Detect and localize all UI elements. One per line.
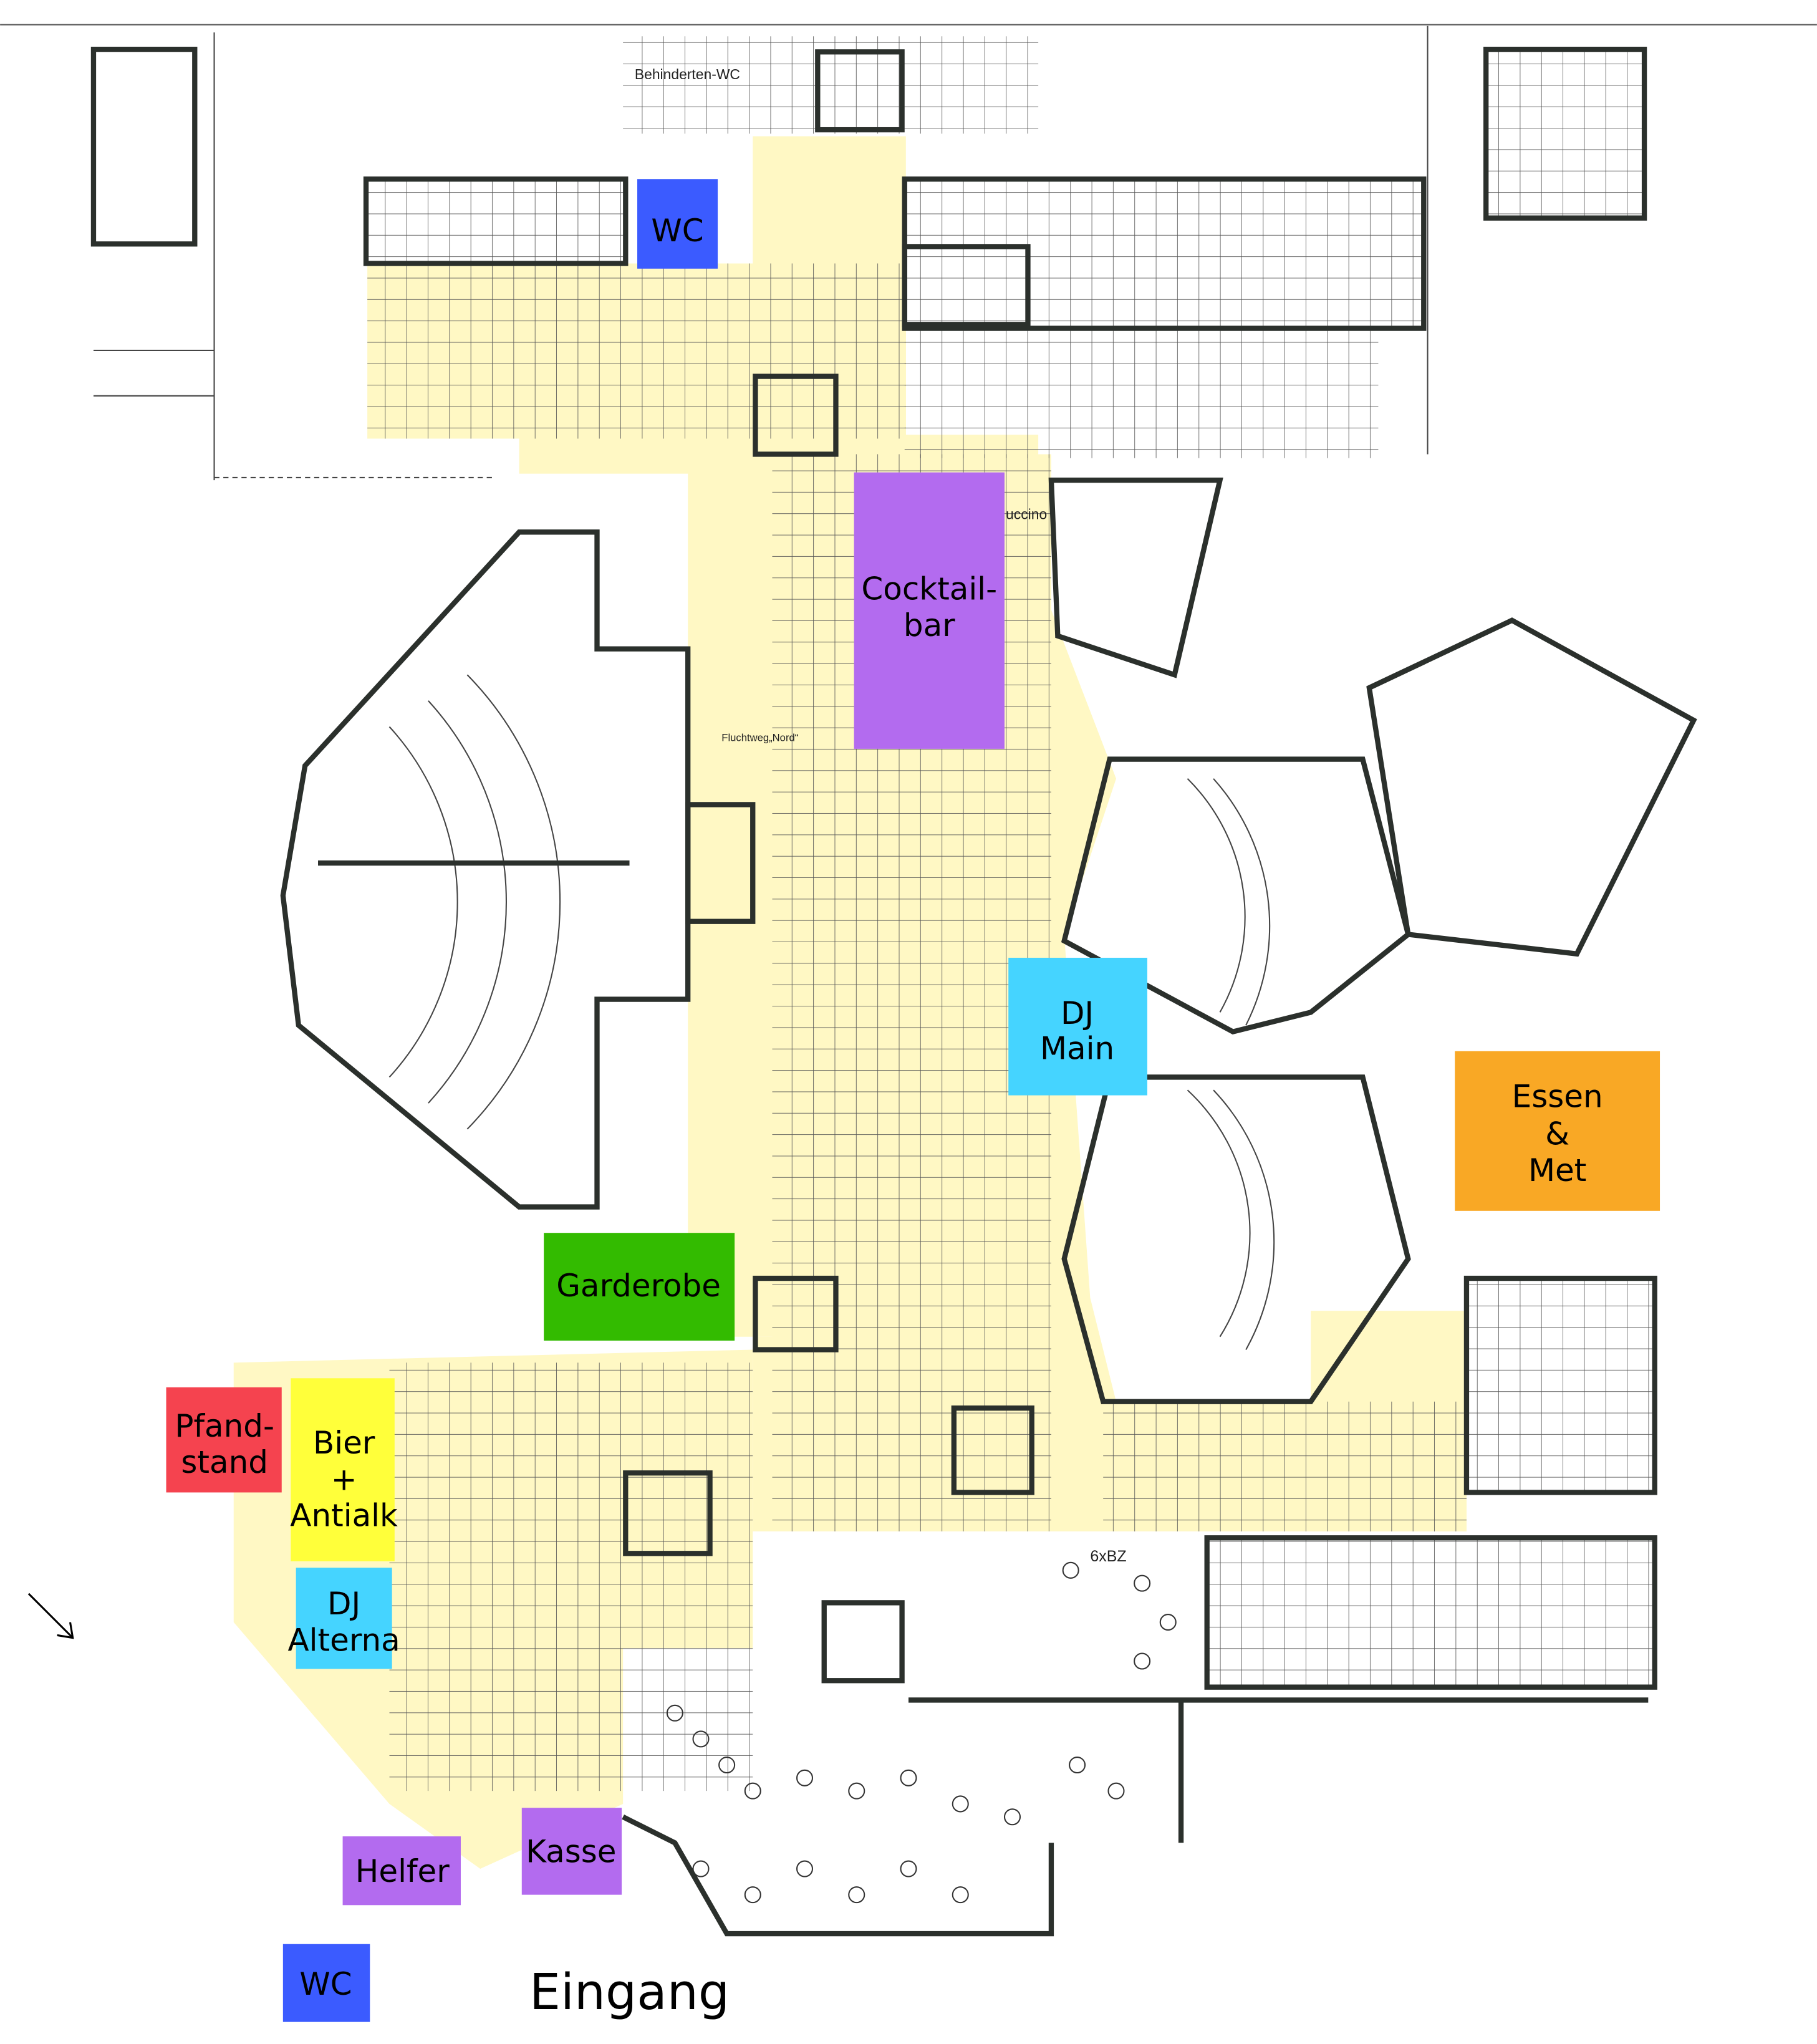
disabled-wc-label: Behinderten-WC bbox=[635, 66, 740, 82]
zone-label: Main bbox=[1040, 1030, 1114, 1066]
zone-label: Garderobe bbox=[556, 1268, 721, 1304]
zone-wc-top[interactable]: WC bbox=[637, 179, 718, 269]
zone-label: Helfer bbox=[355, 1853, 450, 1889]
zone-label: Kasse bbox=[526, 1834, 616, 1870]
escape-route-label: Fluchtweg„Nord“ bbox=[721, 731, 798, 743]
zone-kasse[interactable]: Kasse bbox=[521, 1808, 622, 1895]
zone-cocktailbar[interactable]: Cocktail- bar bbox=[854, 472, 1005, 749]
zone-essen-met[interactable]: Essen & Met bbox=[1455, 1051, 1660, 1211]
zone-label: Cocktail- bbox=[861, 571, 997, 607]
zone-label: Essen bbox=[1512, 1078, 1603, 1114]
zone-label: Alterna bbox=[288, 1622, 400, 1658]
zone-dj-main[interactable]: DJ Main bbox=[1008, 957, 1147, 1096]
terrace-seating bbox=[622, 1561, 1177, 1937]
entrance-label: Eingang bbox=[529, 1964, 730, 2021]
zone-label: WC bbox=[651, 213, 703, 249]
entrance-arrow-icon bbox=[27, 1593, 74, 1639]
zone-label: DJ bbox=[1061, 995, 1094, 1031]
cappuccino-label: uccino bbox=[1006, 506, 1047, 523]
zone-bier-antialk[interactable]: Bier + Antialk bbox=[290, 1378, 398, 1561]
zone-label: Antialk bbox=[290, 1498, 398, 1534]
zone-label: + bbox=[331, 1461, 357, 1497]
zone-label: stand bbox=[181, 1444, 268, 1480]
zone-wc-bottom[interactable]: WC bbox=[282, 1944, 370, 2022]
zone-dj-alterna[interactable]: DJ Alterna bbox=[288, 1568, 400, 1669]
zone-label: Pfand- bbox=[175, 1408, 274, 1444]
zone-label: bar bbox=[904, 607, 955, 644]
zone-label: & bbox=[1545, 1116, 1569, 1152]
zone-label: Met bbox=[1528, 1152, 1586, 1188]
zone-helfer[interactable]: Helfer bbox=[342, 1836, 461, 1906]
zone-label: WC bbox=[299, 1966, 352, 2002]
zone-garderobe[interactable]: Garderobe bbox=[544, 1233, 735, 1341]
zone-label: Bier bbox=[313, 1425, 375, 1461]
lecture-halls bbox=[280, 477, 1697, 1404]
building-rooms bbox=[90, 26, 1657, 1843]
zone-pfandstand[interactable]: Pfand- stand bbox=[166, 1387, 282, 1493]
zone-label: DJ bbox=[327, 1586, 360, 1622]
six-bz-label: 6xBZ bbox=[1090, 1548, 1126, 1565]
